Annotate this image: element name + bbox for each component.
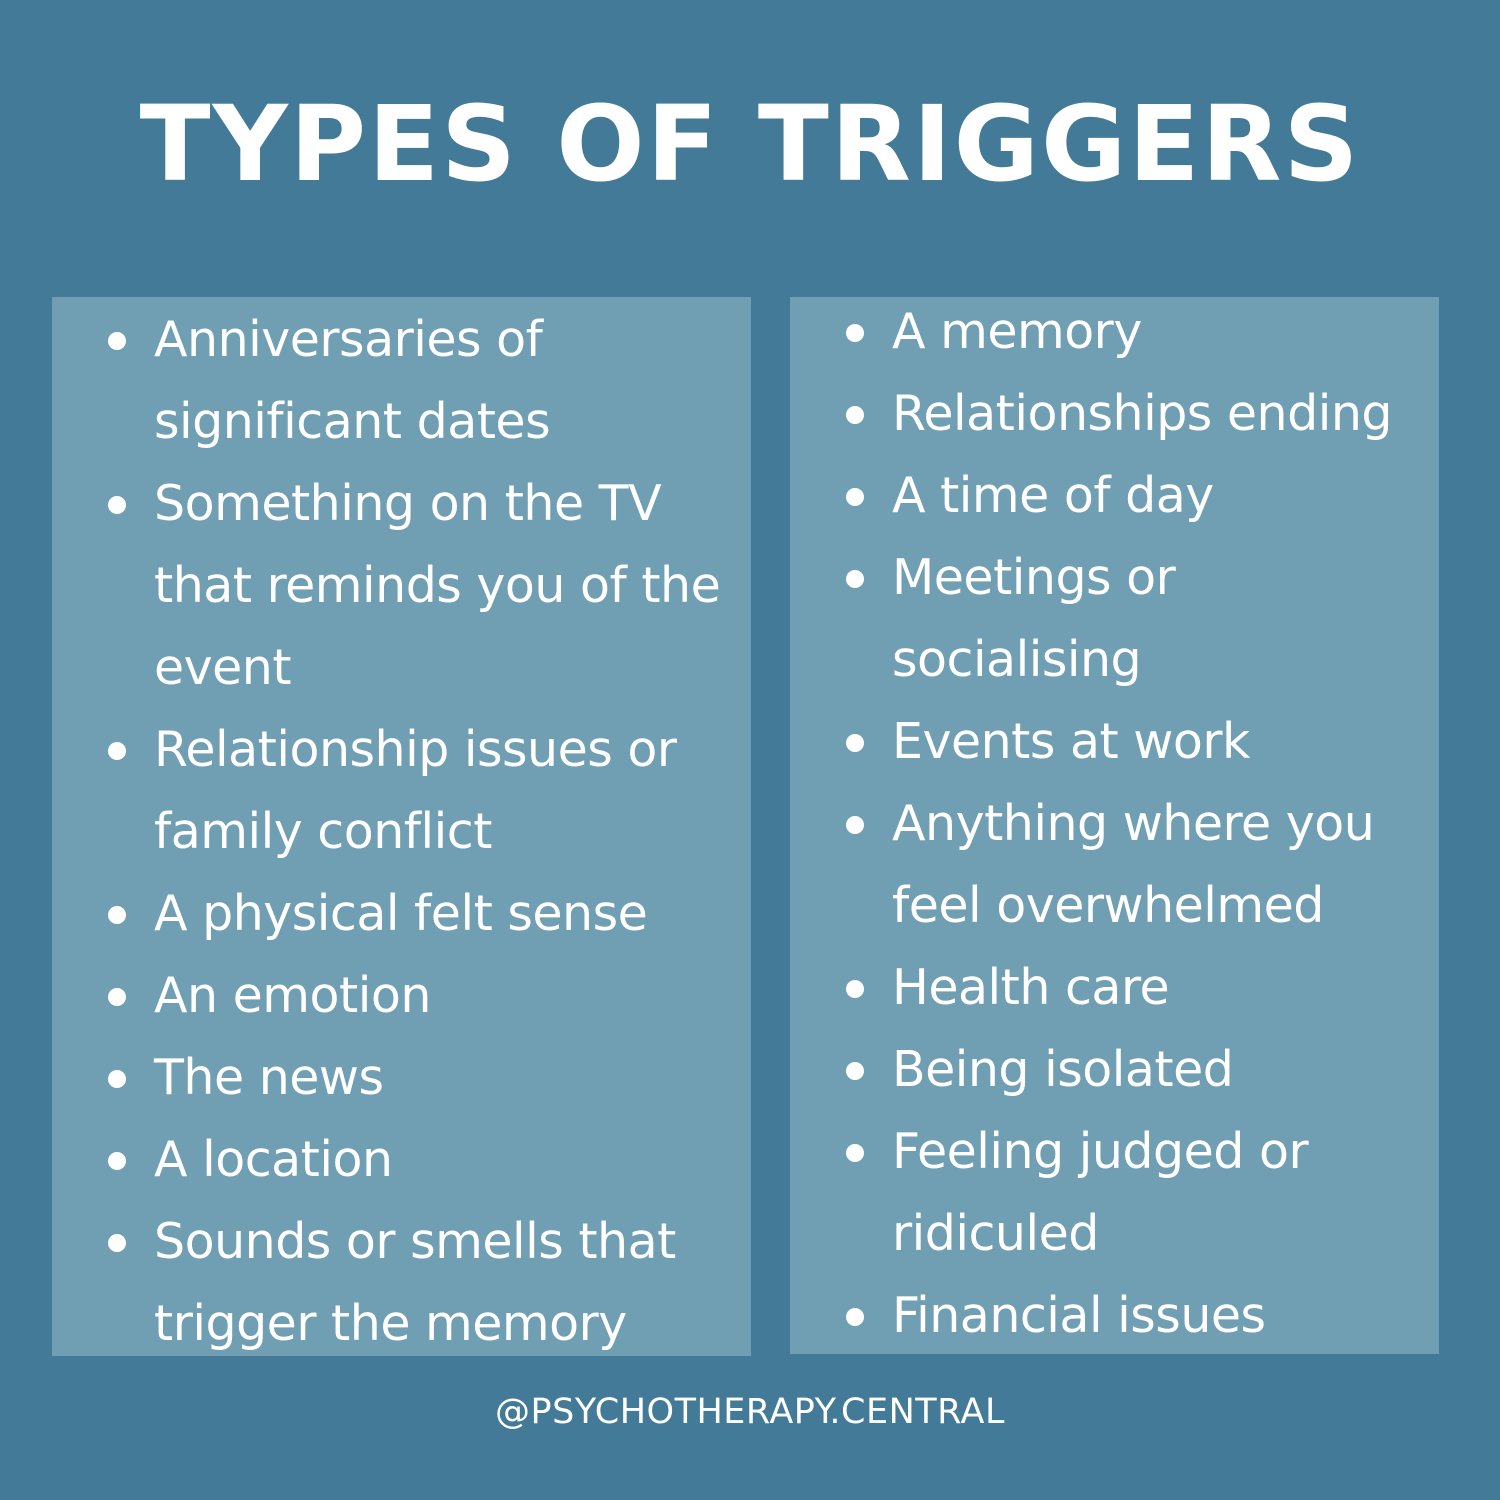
list-item-text: Relationship issues or family conflict: [154, 721, 677, 860]
list-item-text: Being isolated: [892, 1041, 1234, 1098]
list-item: Being isolated: [842, 1029, 1482, 1111]
list-item-text: Something on the TV that reminds you of …: [154, 475, 721, 696]
list-item-text: A physical felt sense: [154, 885, 648, 942]
bullet-icon: [846, 816, 864, 834]
page-title: TYPES OF TRIGGERS: [139, 83, 1361, 205]
list-item-text: An emotion: [154, 967, 431, 1024]
list-item-text: The news: [154, 1049, 384, 1106]
list-item-text: A time of day: [892, 467, 1214, 524]
bullet-icon: [108, 332, 126, 350]
list-item-text: A memory: [892, 303, 1142, 360]
bullet-icon: [108, 742, 126, 760]
list-item: The news: [104, 1037, 824, 1119]
list-item-text: Financial issues: [892, 1287, 1266, 1344]
list-item-text: Relationships ending: [892, 385, 1392, 442]
list-item: A memory: [842, 291, 1482, 373]
list-item: Meetings or socialising: [842, 537, 1482, 701]
list-item: Sounds or smells that trigger the memory: [104, 1201, 824, 1365]
bullet-icon: [846, 1308, 864, 1326]
bullet-icon: [846, 1062, 864, 1080]
list-item: Health care: [842, 947, 1482, 1029]
bullet-icon: [108, 496, 126, 514]
left-trigger-list: Anniversaries of significant dates Somet…: [104, 297, 824, 1365]
bullet-icon: [108, 906, 126, 924]
right-trigger-list: A memory Relationships ending A time of …: [842, 291, 1482, 1357]
list-item: Feeling judged or ridiculed: [842, 1111, 1482, 1275]
bullet-icon: [846, 406, 864, 424]
left-trigger-panel: Anniversaries of significant dates Somet…: [52, 297, 751, 1356]
list-item: Something on the TV that reminds you of …: [104, 463, 824, 709]
list-item-text: Health care: [892, 959, 1170, 1016]
social-handle: @PSYCHOTHERAPY.CENTRAL: [495, 1392, 1005, 1432]
list-item-text: Feeling judged or ridiculed: [892, 1123, 1309, 1262]
bullet-icon: [846, 734, 864, 752]
bullet-icon: [846, 980, 864, 998]
bullet-icon: [846, 1144, 864, 1162]
bullet-icon: [846, 488, 864, 506]
list-item: Relationships ending: [842, 373, 1482, 455]
bullet-icon: [108, 1152, 126, 1170]
list-item: A time of day: [842, 455, 1482, 537]
bullet-icon: [108, 1234, 126, 1252]
list-item: Anniversaries of significant dates: [104, 299, 824, 463]
list-item-text: Anniversaries of significant dates: [154, 311, 551, 450]
list-item-text: Anything where you feel overwhelmed: [892, 795, 1375, 934]
list-item: Events at work: [842, 701, 1482, 783]
list-item: Relationship issues or family conflict: [104, 709, 824, 873]
bullet-icon: [846, 570, 864, 588]
bullet-icon: [108, 1070, 126, 1088]
right-trigger-panel: A memory Relationships ending A time of …: [790, 297, 1439, 1354]
bullet-icon: [846, 324, 864, 342]
list-item-text: Meetings or socialising: [892, 549, 1176, 688]
list-item: Anything where you feel overwhelmed: [842, 783, 1482, 947]
list-item: Financial issues: [842, 1275, 1482, 1357]
list-item-text: A location: [154, 1131, 393, 1188]
list-item-text: Events at work: [892, 713, 1250, 770]
list-item: A location: [104, 1119, 824, 1201]
list-item-text: Sounds or smells that trigger the memory: [154, 1213, 676, 1352]
list-item: An emotion: [104, 955, 824, 1037]
bullet-icon: [108, 988, 126, 1006]
list-item: A physical felt sense: [104, 873, 824, 955]
